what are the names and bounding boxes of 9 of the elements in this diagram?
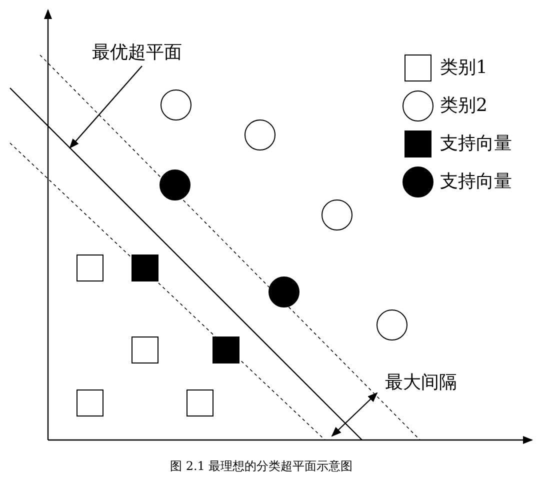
leader-line bbox=[69, 66, 142, 149]
legend-label: 类别2 bbox=[440, 94, 488, 117]
callout-text: 最优超平面 bbox=[92, 40, 182, 64]
dimension-label: 最大间隔 bbox=[385, 371, 457, 394]
legend-label: 支持向量 bbox=[440, 132, 512, 155]
figure-caption: 图 2.1 最理想的分类超平面示意图 bbox=[170, 458, 353, 475]
legend-label: 支持向量 bbox=[440, 170, 512, 193]
hyperplane-line bbox=[10, 88, 362, 440]
legend-label: 类别1 bbox=[440, 56, 488, 79]
